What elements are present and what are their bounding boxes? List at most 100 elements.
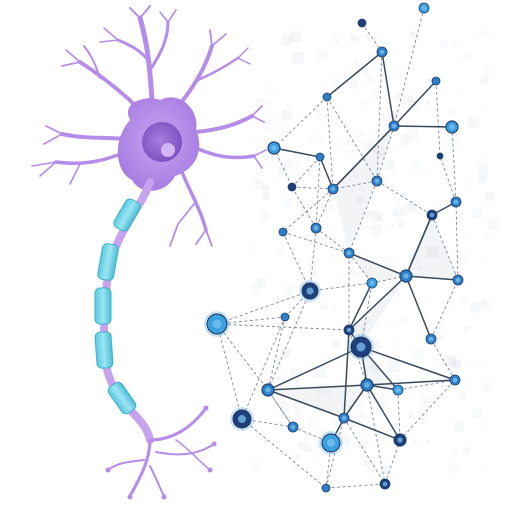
mesh-tile [448, 463, 459, 473]
mesh-tile [350, 35, 359, 44]
mesh-tile [356, 271, 360, 275]
network-node [431, 76, 441, 86]
mesh-tile [426, 440, 430, 444]
mesh-tile [287, 293, 292, 298]
mesh-tile [268, 78, 273, 83]
mesh-tile [401, 193, 407, 199]
mesh-tile [392, 341, 402, 350]
mesh-tile [445, 300, 454, 309]
mesh-tile [373, 428, 385, 440]
mesh-tile [361, 98, 369, 107]
mesh-tile [282, 348, 291, 357]
mesh-tile [420, 326, 424, 330]
network-node [452, 274, 464, 286]
dashed-edge [455, 201, 459, 281]
mesh-tile [464, 280, 469, 284]
dashed-edge [348, 329, 368, 386]
mesh-tile [381, 175, 386, 180]
mesh-tile [278, 113, 285, 120]
dashed-edge [325, 483, 386, 489]
solid-edge [326, 51, 383, 98]
mesh-tile [355, 196, 364, 204]
mesh-tile [393, 93, 403, 103]
neuron-nucleolus [161, 143, 175, 157]
mesh-tile [434, 321, 442, 330]
mesh-tile [485, 32, 489, 37]
node-center [449, 124, 455, 130]
mesh-tile [282, 128, 290, 136]
mesh-tile [449, 294, 453, 298]
mesh-tile [404, 443, 409, 447]
mesh-tile [402, 318, 408, 323]
mesh-tile [419, 265, 423, 270]
node-core [287, 182, 297, 192]
network-node [287, 421, 299, 433]
mesh-tile [307, 269, 317, 279]
mesh-tile [309, 242, 314, 247]
dashed-edge [397, 389, 401, 441]
mesh-tile [477, 163, 489, 175]
dashed-edge [348, 180, 378, 254]
dashed-edge [282, 231, 350, 254]
dashed-edge [361, 22, 383, 53]
network-node [371, 175, 383, 187]
mesh-tile [295, 453, 301, 459]
solid-edge [405, 275, 432, 340]
mesh-tile [290, 463, 298, 471]
mesh-tile [275, 248, 283, 256]
mesh-facet [406, 215, 458, 280]
mesh-tile [386, 110, 397, 122]
dashed-edge [435, 80, 441, 157]
mesh-tile [455, 252, 466, 263]
mesh-tile [334, 417, 344, 427]
mesh-tile [463, 325, 470, 332]
dashed-edge [267, 290, 311, 391]
node-center [455, 277, 461, 283]
mesh-tile [355, 398, 363, 406]
mesh-tile [364, 318, 373, 327]
solid-edge [360, 346, 456, 381]
mesh-tile [332, 307, 337, 312]
mesh-tile [350, 80, 359, 89]
mesh-tile [480, 298, 487, 304]
solid-edge [267, 346, 362, 391]
mesh-tile [358, 410, 365, 418]
network-node [343, 324, 355, 336]
mesh-tile [345, 414, 355, 425]
mesh-tile [467, 116, 480, 129]
mesh-tile [361, 140, 372, 151]
node-center [330, 186, 336, 192]
solid-edge [343, 417, 401, 441]
network-node [366, 277, 378, 289]
mesh-tile [370, 88, 382, 100]
network-node [449, 374, 461, 386]
mesh-tile [421, 413, 428, 420]
mesh-tile [410, 31, 416, 37]
mesh-tile [412, 438, 418, 444]
mesh-tile [479, 173, 487, 180]
dashed-edge [399, 379, 456, 441]
node-center [306, 287, 314, 295]
mesh-tile [278, 401, 289, 413]
mesh-tile [461, 297, 466, 302]
node-halo [204, 311, 230, 337]
mesh-tile [292, 52, 304, 64]
dashed-edge [241, 418, 327, 489]
mesh-tile [451, 449, 459, 457]
mesh-tile [323, 429, 332, 438]
mesh-tile [478, 30, 484, 37]
mesh-tile [254, 166, 264, 175]
dashed-edge [393, 7, 425, 127]
mesh-tile [482, 301, 490, 309]
mesh-tile [290, 31, 301, 42]
network-node [445, 120, 459, 134]
mesh-tile [362, 224, 369, 231]
dashed-edge [315, 227, 350, 254]
node-center [421, 5, 427, 11]
mesh-tile [481, 76, 489, 84]
network-node [392, 384, 404, 396]
mesh-tile [472, 408, 483, 419]
dashed-edge [267, 316, 286, 391]
mesh-tile [280, 379, 292, 391]
node-center [382, 481, 388, 487]
